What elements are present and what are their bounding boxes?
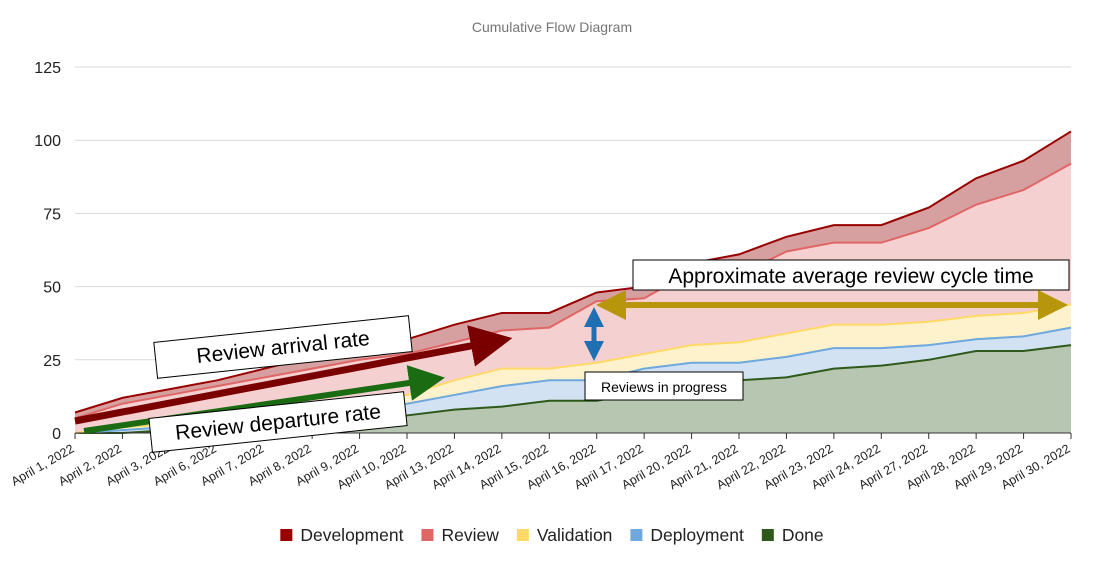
- wip-label: Reviews in progress: [601, 379, 727, 395]
- cycle-time-label: Approximate average review cycle time: [668, 265, 1033, 288]
- legend-swatch-development: [280, 529, 293, 541]
- legend-swatch-deployment: [630, 529, 643, 541]
- area-development: [75, 131, 1071, 419]
- line-development: [74, 130, 1072, 414]
- area-deployment: [75, 327, 1071, 433]
- legend-swatch-review: [421, 529, 434, 541]
- legend-label-done: Done: [782, 525, 824, 545]
- y-tick-label: 75: [43, 206, 61, 223]
- legend-label-development: Development: [300, 525, 403, 545]
- y-tick-label: 0: [52, 426, 61, 443]
- legend-swatch-validation: [516, 529, 529, 541]
- legend-label-deployment: Deployment: [650, 525, 744, 545]
- legend-swatch-done: [761, 529, 774, 541]
- legend-label-review: Review: [441, 525, 499, 545]
- legend-label-validation: Validation: [537, 525, 613, 545]
- chart-title: Cumulative Flow Diagram: [472, 19, 632, 35]
- y-tick-label: 125: [34, 60, 61, 77]
- area-validation: [75, 304, 1071, 433]
- y-tick-label: 100: [34, 133, 61, 150]
- y-tick-label: 50: [43, 280, 61, 297]
- wip-callout: Reviews in progress: [584, 371, 744, 401]
- arrival-rate-arrow: [74, 325, 513, 425]
- departure-rate-arrow: [83, 365, 445, 434]
- area-done: [75, 345, 1071, 433]
- legend: Development Review Validation Deployment Don…: [280, 525, 824, 545]
- cycle-time-callout: Approximate average review cycle time: [632, 259, 1070, 291]
- y-tick-label: 25: [43, 353, 61, 370]
- line-review: [74, 162, 1072, 420]
